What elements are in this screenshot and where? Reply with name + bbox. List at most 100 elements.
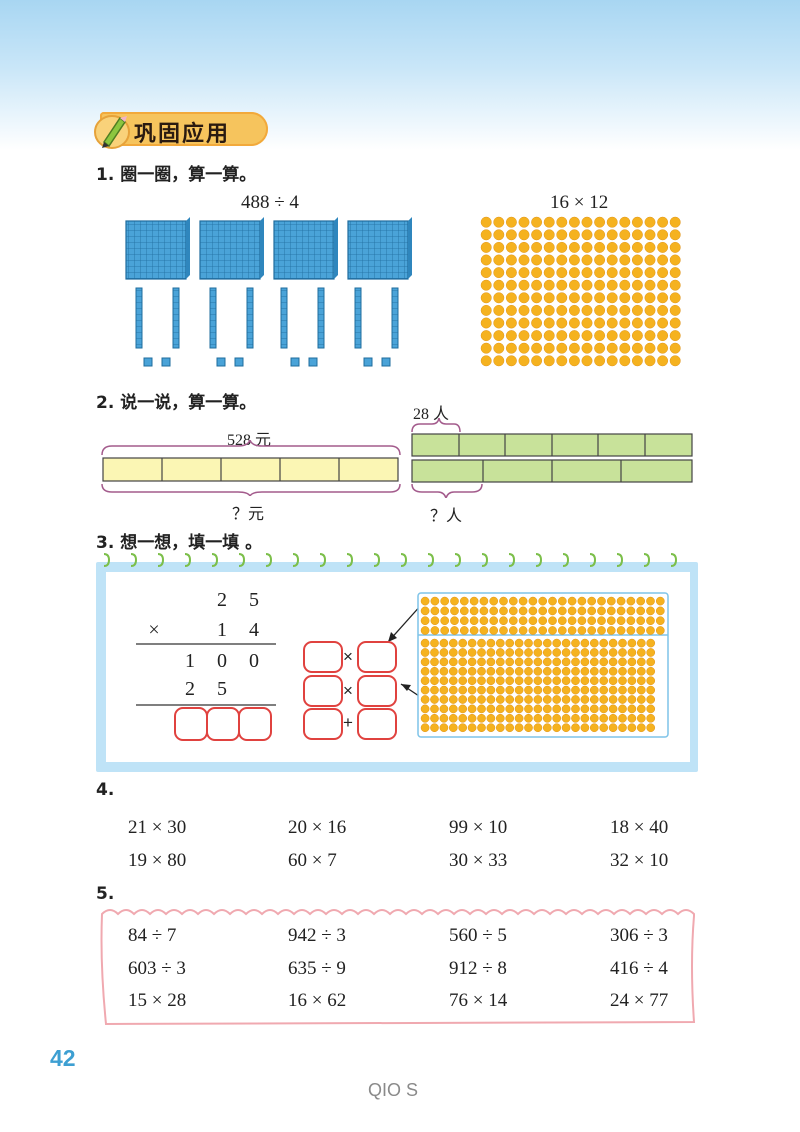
dot [493,304,505,316]
dot [580,695,590,704]
dot [448,723,458,733]
dot [495,723,505,733]
dot [631,267,643,279]
dot [669,355,681,367]
dot [430,704,439,714]
dot [619,216,631,228]
dot [505,330,517,342]
dot [631,254,643,266]
dot [430,723,439,733]
dot [571,723,580,733]
dot [450,596,459,606]
dot [505,229,517,241]
dot [606,606,616,616]
dot [581,279,593,291]
dot [467,695,477,704]
bar-people-label: 28 人 [413,406,450,423]
dot [646,657,656,667]
dot [606,355,618,367]
dot [505,254,517,266]
dot [608,648,618,657]
dot [599,713,609,723]
box-b1[interactable] [303,675,343,707]
box-b2[interactable] [357,675,397,707]
answer-box-hundreds[interactable] [174,707,208,741]
dot [495,676,505,686]
dot [533,685,543,695]
dot [606,616,616,626]
dot [448,657,458,667]
dot [518,626,528,635]
dot [480,229,492,241]
dot [439,704,449,714]
dot [597,606,606,616]
dot [430,666,439,676]
q5-item: 560 ÷ 5 [449,925,507,946]
dot [543,292,555,304]
dot [548,606,557,616]
dot [531,292,543,304]
dot [618,648,627,657]
digit-row3-ones: 0 [249,650,259,672]
dot [655,596,665,606]
dot [458,648,468,657]
box-c1[interactable] [303,708,343,740]
dot [631,317,643,329]
box-a2[interactable] [357,641,397,673]
dot [477,676,486,686]
dot [505,723,515,733]
dot [538,596,548,606]
dot [542,685,552,695]
dot [489,626,499,635]
dot [636,676,646,686]
dot [644,216,656,228]
dot [627,648,637,657]
dot [644,304,656,316]
dot [469,596,479,606]
dot [594,342,606,354]
dot [420,596,430,606]
answer-box-tens[interactable] [206,707,240,741]
dot [524,657,533,667]
dot [616,616,626,626]
dot [467,713,477,723]
dot [646,648,656,657]
dot [486,723,496,733]
dot [505,685,515,695]
dot [669,330,681,342]
bar-unknown-money-label: ？元 [232,506,265,523]
q5-item: 603 ÷ 3 [128,958,186,979]
dot [505,638,515,648]
dot [646,616,655,626]
dot [669,292,681,304]
dot [505,267,517,279]
dot [627,657,637,667]
dot [531,229,543,241]
dot [430,626,440,635]
dot [606,304,618,316]
dot [480,279,492,291]
dot [467,638,477,648]
box-a1[interactable] [303,641,343,673]
box-c2[interactable] [357,708,397,740]
dot [542,695,552,704]
dot [589,723,599,733]
dot [557,606,567,616]
dot [420,616,430,626]
dot [627,638,637,648]
dot [580,723,590,733]
dot [448,648,458,657]
dot [655,626,665,635]
bar-unknown-people-label: ？人 [430,508,463,525]
dot [608,695,618,704]
multiply-sign: × [148,619,160,641]
dot [543,279,555,291]
answer-box-ones[interactable] [238,707,272,741]
q5-item: 635 ÷ 9 [288,958,346,979]
dot [518,229,530,241]
dot [606,216,618,228]
dot [619,330,631,342]
dot [531,267,543,279]
dot [657,304,669,316]
dot [568,267,580,279]
